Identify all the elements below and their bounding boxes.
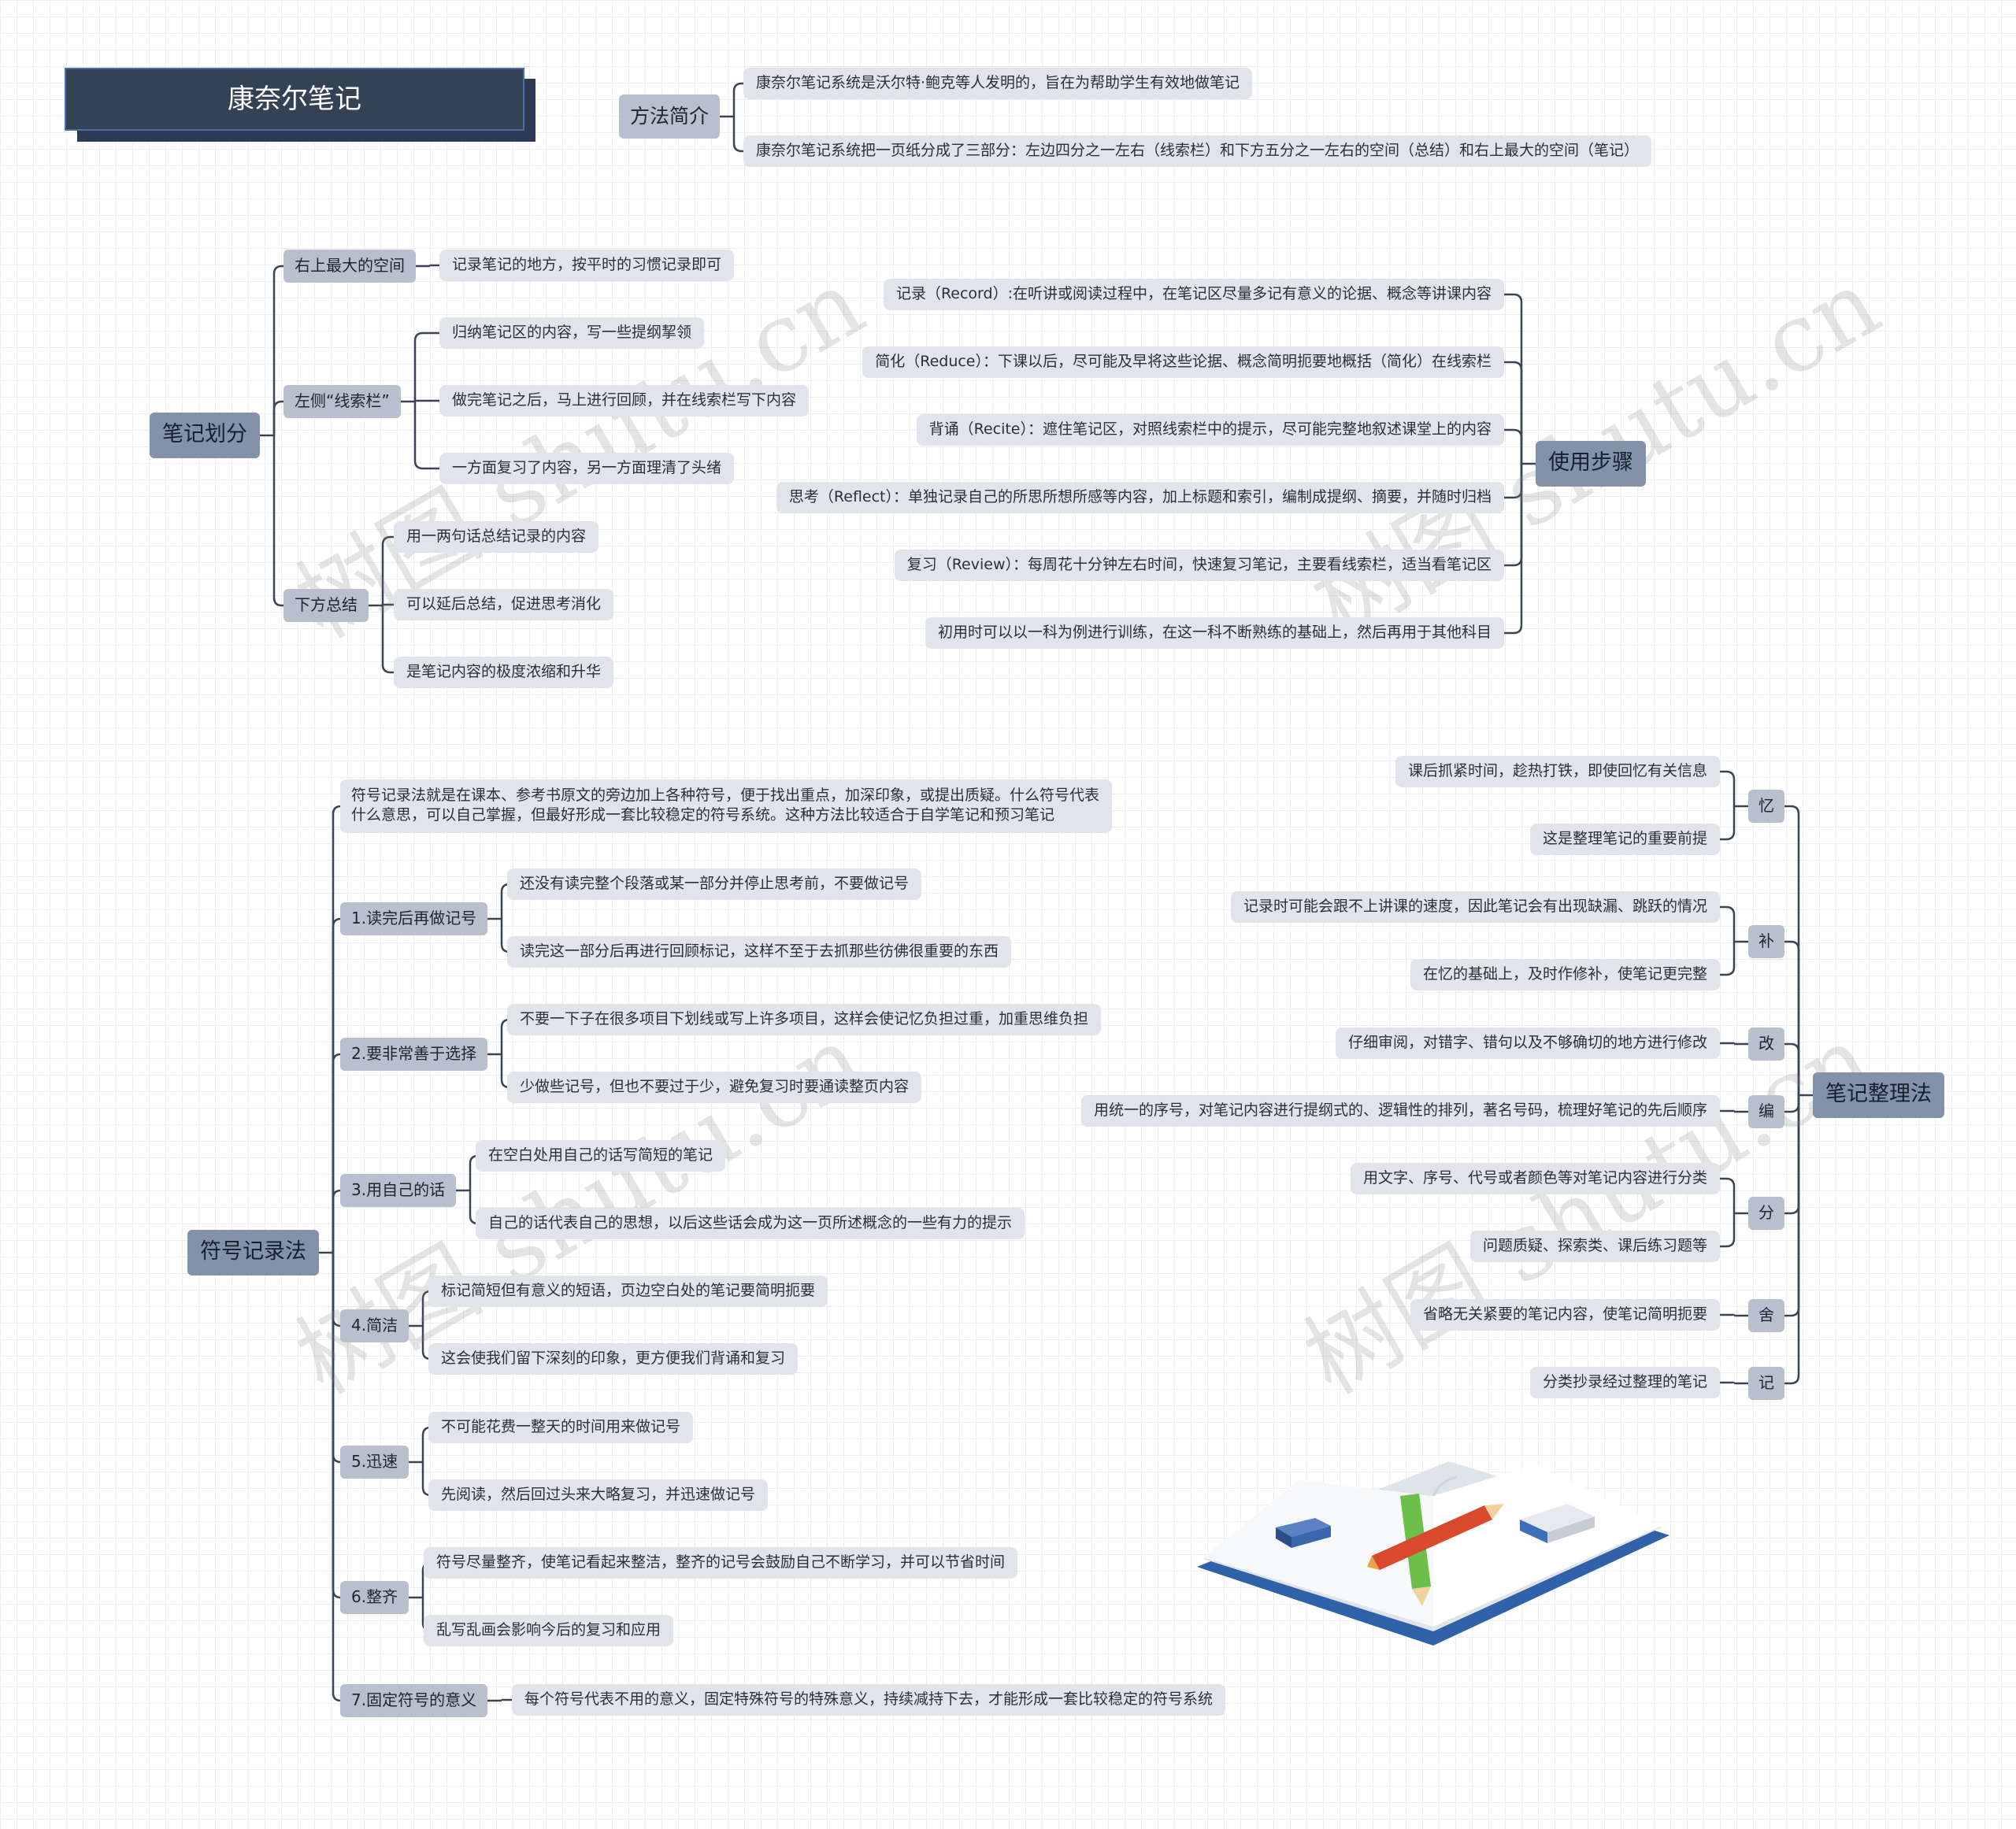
organize-group[interactable]: 编: [1748, 1095, 1784, 1128]
division-item[interactable]: 可以延后总结，促进思考消化: [394, 589, 614, 620]
symbol-item[interactable]: 符号尽量整齐，使笔记看起来整洁，整齐的记号会鼓励自己不断学习，并可以节省时间: [424, 1547, 1018, 1579]
connector: [413, 399, 439, 402]
connector: [1720, 942, 1736, 976]
division-item[interactable]: 用一两句话总结记录的内容: [394, 521, 599, 553]
organize-item[interactable]: 用统一的序号，对笔记内容进行提纲式的、逻辑性的排列，著名号码，梳理好笔记的先后顺…: [1080, 1095, 1720, 1127]
division-item[interactable]: 记录笔记的地方，按平时的习惯记录即可: [439, 250, 735, 281]
division-group[interactable]: 下方总结: [284, 589, 369, 622]
connector: [413, 331, 439, 402]
red-pencil-icon: [1367, 1504, 1504, 1570]
connector: [1720, 1313, 1736, 1316]
connector: [1720, 806, 1736, 841]
division-item[interactable]: 做完笔记之后，马上进行回顾，并在线索栏写下内容: [439, 385, 810, 417]
symbol-item[interactable]: 在空白处用自己的话写简短的笔记: [476, 1140, 726, 1172]
root-title[interactable]: 康奈尔笔记: [65, 68, 524, 131]
division-group[interactable]: 右上最大的空间: [284, 250, 416, 283]
step-item[interactable]: 简化（Reduce）：下课以后，尽可能及早将这些论据、概念简明扼要地概括（简化）…: [862, 346, 1504, 378]
step-item[interactable]: 复习（Review）：每周花十分钟左右时间，快速复习笔记，主要看线索栏，适当看笔…: [894, 550, 1504, 581]
organize-group[interactable]: 分: [1748, 1197, 1784, 1230]
symbol-item[interactable]: 不要一下子在很多项目下划线或写上许多项目，这样会使记忆负担过重，加重思维负担: [507, 1004, 1102, 1035]
organize-group[interactable]: 改: [1748, 1027, 1784, 1061]
step-item[interactable]: 背诵（Recite）：遮住笔记区，对照线索栏中的提示，尽可能完整地叙述课堂上的内…: [916, 414, 1504, 446]
symbol-group[interactable]: 2.要非常善于选择: [340, 1038, 488, 1071]
symbol-item[interactable]: 少做些记号，但也不要过于少，避免复习时要通读整页内容: [507, 1072, 922, 1103]
step-item[interactable]: 初用时可以以一科为例进行训练，在这一科不断熟练的基础上，然后再用于其他科目: [925, 617, 1504, 649]
symbol-topic[interactable]: 符号记录法: [187, 1230, 319, 1275]
steps-topic[interactable]: 使用步骤: [1536, 441, 1646, 487]
symbol-group[interactable]: 6.整齐: [340, 1581, 410, 1614]
symbol-intro[interactable]: 符号记录法就是在课本、参考书原文的旁边加上各种符号，便于找出重点，加深印象，或提…: [340, 779, 1112, 833]
symbol-group[interactable]: 1.读完后再做记号: [340, 902, 488, 935]
division-topic[interactable]: 笔记划分: [150, 413, 260, 458]
organize-group[interactable]: 记: [1748, 1367, 1784, 1400]
organize-item[interactable]: 在忆的基础上，及时作修补，使笔记更完整: [1410, 959, 1720, 990]
connector: [272, 265, 284, 435]
symbol-item[interactable]: 乱写乱画会影响今后的复习和应用: [424, 1615, 674, 1646]
connector: [272, 435, 284, 607]
notebook-illustration: [1197, 1461, 1670, 1646]
symbol-item[interactable]: 读完这一部分后再进行回顾标记，这样不至于去抓那些彷佛很重要的东西: [507, 936, 1012, 968]
division-item[interactable]: 是笔记内容的极度浓缩和升华: [394, 657, 614, 688]
connector: [500, 1698, 512, 1701]
organize-item[interactable]: 仔细审阅，对错字、错句以及不够确切的地方进行修改: [1335, 1027, 1720, 1059]
organize-item[interactable]: 问题质疑、探索类、课后练习题等: [1469, 1231, 1720, 1262]
symbol-group[interactable]: 3.用自己的话: [340, 1174, 457, 1207]
step-item[interactable]: 思考（Reflect）：单独记录自己的所思所想所感等内容，加上标题和索引，编制成…: [776, 482, 1504, 513]
division-item[interactable]: 归纳笔记区的内容，写一些提纲挈领: [439, 317, 705, 349]
organize-item[interactable]: 课后抓紧时间，趁热打铁，即使回忆有关信息: [1395, 756, 1720, 787]
symbol-group[interactable]: 4.简洁: [340, 1309, 410, 1342]
connector: [272, 400, 284, 435]
symbol-group[interactable]: 5.迅速: [340, 1446, 410, 1479]
organize-item[interactable]: 分类抄录经过整理的笔记: [1529, 1367, 1720, 1398]
symbol-item[interactable]: 标记简短但有意义的短语，页边空白处的笔记要简明扼要: [428, 1275, 828, 1307]
intro-item[interactable]: 康奈尔笔记系统是沃尔特·鲍克等人发明的，旨在为帮助学生有效地做笔记: [743, 68, 1253, 99]
organize-item[interactable]: 这是整理笔记的重要前提: [1529, 824, 1720, 855]
connector: [1720, 1213, 1736, 1248]
connector: [1720, 770, 1736, 806]
organize-group[interactable]: 补: [1748, 925, 1784, 958]
intro-item[interactable]: 康奈尔笔记系统把一页纸分成了三部分：左边四分之一左右（线索栏）和下方五分之一左右…: [743, 135, 1652, 167]
division-group[interactable]: 左侧“线索栏”: [284, 385, 401, 418]
organize-item[interactable]: 省略无关紧要的笔记内容，使笔记简明扼要: [1410, 1299, 1720, 1331]
organize-item[interactable]: 记录时可能会跟不上讲课的速度，因此笔记会有出现缺漏、跳跃的情况: [1230, 891, 1720, 923]
symbol-item[interactable]: 不可能花费一整天的时间用来做记号: [428, 1412, 694, 1443]
eraser-icon: [1276, 1518, 1331, 1548]
intro-topic[interactable]: 方法简介: [619, 94, 721, 139]
eraser-icon: [1520, 1504, 1595, 1543]
organize-item[interactable]: 用文字、序号、代号或者颜色等对笔记内容进行分类: [1350, 1163, 1720, 1194]
symbol-group[interactable]: 7.固定符号的意义: [340, 1684, 488, 1717]
connector: [332, 1053, 342, 1253]
organize-topic[interactable]: 笔记整理法: [1813, 1072, 1944, 1118]
connector: [732, 82, 743, 117]
symbol-item[interactable]: 这会使我们留下深刻的印象，更方便我们背诵和复习: [428, 1343, 799, 1375]
symbol-item[interactable]: 还没有读完整个段落或某一部分并停止思考前，不要做记号: [507, 868, 922, 900]
connector: [428, 264, 439, 267]
connector: [732, 117, 743, 153]
connector: [1720, 905, 1736, 942]
symbol-item[interactable]: 先阅读，然后回过头来大略复习，并迅速做记号: [428, 1479, 769, 1511]
symbol-item[interactable]: 自己的话代表自己的思想，以后这些话会成为这一页所述概念的一些有力的提示: [476, 1208, 1025, 1239]
step-item[interactable]: 记录（Record）:在听讲或阅读过程中，在笔记区尽量多记有意义的论据、概念等讲…: [883, 279, 1504, 310]
symbol-item[interactable]: 每个符号代表不用的意义，固定特殊符号的特殊意义，持续减持下去，才能形成一套比较稳…: [512, 1684, 1226, 1716]
division-item[interactable]: 一方面复习了内容，另一方面理清了头绪: [439, 453, 735, 484]
organize-group[interactable]: 舍: [1748, 1299, 1784, 1332]
organize-group[interactable]: 忆: [1748, 790, 1784, 823]
